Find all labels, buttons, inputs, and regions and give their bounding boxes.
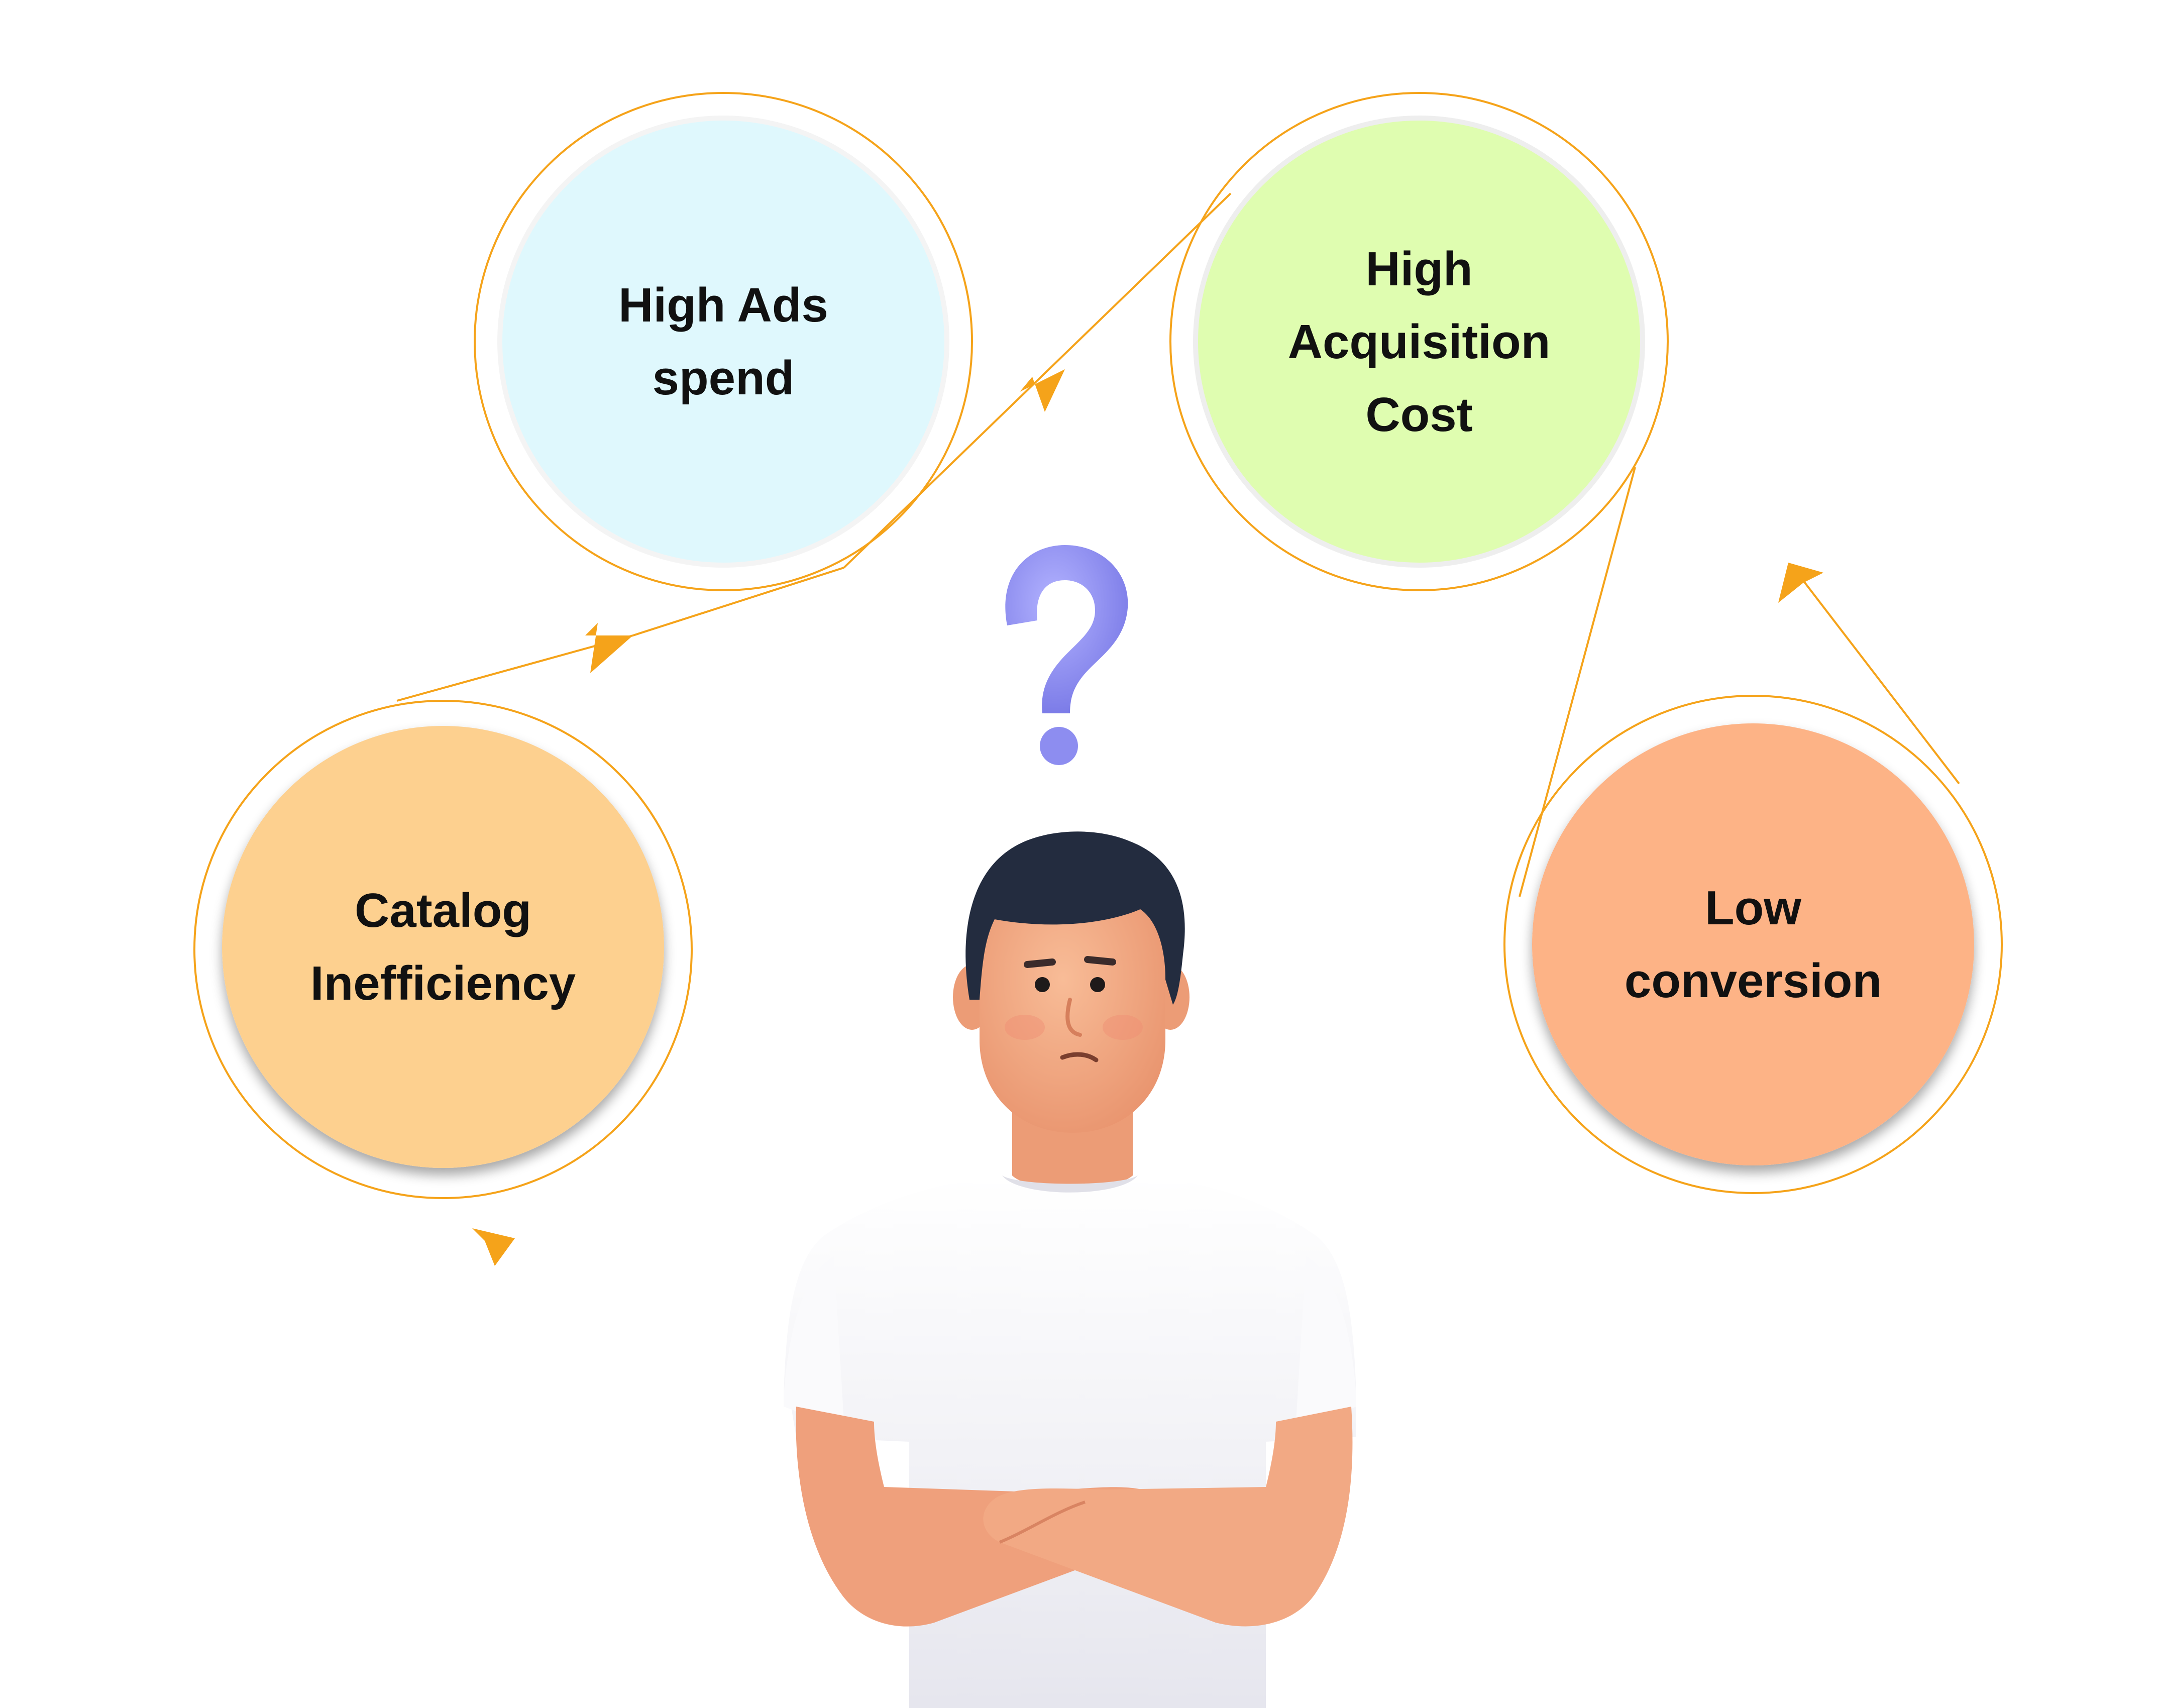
node-label-catalog-line-1: Catalog xyxy=(354,884,532,937)
arrow-icon-4 xyxy=(472,1228,515,1266)
node-label-acq: High Acquisition Cost xyxy=(1196,118,1643,565)
left-eyebrow xyxy=(1024,958,1056,968)
right-eyebrow xyxy=(1084,956,1116,966)
arm-crease xyxy=(999,1501,1086,1544)
node-label-catalog: Catalog Inefficiency xyxy=(222,726,664,1168)
node-label-acq-line-2: Acquisition xyxy=(1287,314,1551,369)
connector-lines xyxy=(396,192,1960,897)
connector-ads-to-acq-lower xyxy=(632,567,844,636)
node-label-acq-line-3: Cost xyxy=(1365,387,1473,442)
node-label-acq-line-1: High xyxy=(1365,242,1473,296)
node-circles xyxy=(222,116,1974,1168)
arrow-icon-3 xyxy=(1778,563,1823,603)
head xyxy=(980,877,1165,1133)
right-eye xyxy=(1090,977,1105,992)
right-arm xyxy=(983,1407,1353,1627)
node-label-conv-line-1: Low xyxy=(1705,881,1801,935)
left-cheek xyxy=(1005,1015,1045,1040)
node-circle-ads xyxy=(497,116,949,568)
node-label-conv: Low conversion xyxy=(1532,723,1974,1165)
arrow-icon-1 xyxy=(585,623,633,673)
left-eye xyxy=(1035,977,1050,992)
node-label-catalog-line-2: Inefficiency xyxy=(310,956,576,1010)
confused-man-with-crossed-arms-icon xyxy=(784,831,1356,1708)
arrow-icon-2 xyxy=(1020,369,1065,412)
mouth xyxy=(1060,1052,1099,1062)
ring-acq xyxy=(1169,92,1669,591)
collar xyxy=(1002,1176,1138,1193)
ring-conv xyxy=(1503,695,2003,1194)
ring-catalog xyxy=(193,700,693,1199)
node-circle-acq xyxy=(1193,116,1645,568)
node-circle-catalog xyxy=(222,726,664,1168)
node-label-ads: High Ads spend xyxy=(500,118,947,565)
connector-conv-to-acq xyxy=(1792,567,1960,785)
outer-rings xyxy=(193,92,2003,1199)
node-label-ads-line-1: High Ads xyxy=(618,278,828,332)
connector-catalog-to-ads xyxy=(396,634,633,702)
right-cheek xyxy=(1103,1015,1143,1040)
node-label-conv-line-2: conversion xyxy=(1624,954,1882,1008)
left-arm xyxy=(796,1407,1168,1627)
nose xyxy=(1065,998,1082,1037)
node-label-ads-line-2: spend xyxy=(652,351,795,405)
hair xyxy=(965,831,1185,1005)
connector-ads-to-acq xyxy=(843,192,1232,569)
connector-acq-to-conv xyxy=(1519,467,1636,897)
right-sleeve xyxy=(1296,1256,1356,1422)
ring-ads xyxy=(474,92,973,591)
question-mark-icon xyxy=(1005,545,1128,765)
arrowheads xyxy=(472,369,1823,1266)
left-sleeve xyxy=(784,1256,844,1422)
node-circle-conv xyxy=(1532,723,1974,1165)
